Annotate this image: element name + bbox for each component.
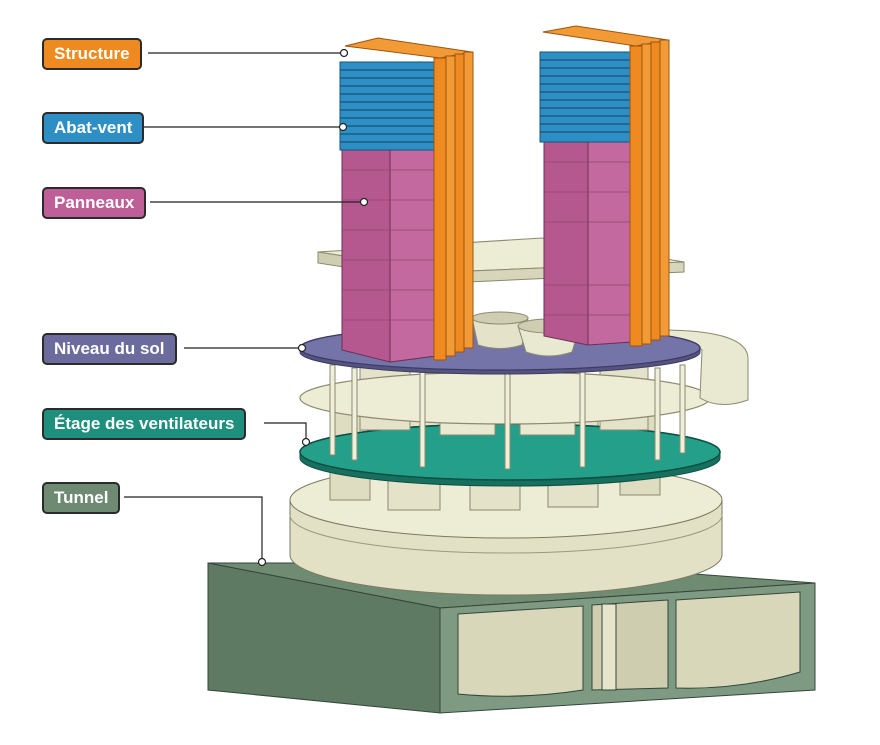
panel-block	[543, 131, 589, 346]
leader-etage	[264, 422, 307, 442]
structure-column	[445, 55, 456, 357]
bowl-rim	[471, 311, 529, 325]
louver-block	[339, 61, 441, 151]
structure-column	[650, 41, 661, 341]
leader-dot	[301, 437, 311, 447]
leader-dot	[297, 343, 307, 353]
structure-column	[454, 53, 465, 353]
panel-lines	[544, 161, 632, 316]
pillar	[579, 371, 586, 468]
structure-top-beam	[344, 37, 473, 59]
pillar	[679, 364, 686, 454]
leader-dot	[359, 197, 369, 207]
leader-tunnel	[124, 496, 263, 562]
label-panneaux: Panneaux	[42, 187, 147, 219]
panel-block	[389, 139, 437, 363]
louver-block	[539, 51, 637, 143]
label-niveau-du-sol: Niveau du sol	[42, 333, 177, 365]
panel-block	[341, 139, 391, 363]
label-structure: Structure	[42, 38, 142, 70]
louver-lines	[540, 59, 636, 133]
tunnel-opening-left	[457, 605, 584, 697]
leader-dot	[339, 48, 349, 58]
panels-right	[543, 131, 633, 346]
structure-left	[344, 37, 474, 361]
bowl	[471, 317, 529, 349]
pillar	[654, 367, 661, 461]
structure-column	[659, 39, 670, 337]
louver-lines	[340, 69, 440, 143]
tunnel-block	[207, 562, 816, 714]
base-cylinder-band	[289, 514, 723, 554]
leader-dot	[338, 122, 348, 132]
structure-column	[433, 57, 447, 361]
label-abat-vent: Abat-vent	[42, 112, 145, 144]
leader-dots	[257, 48, 369, 567]
structure-top-beam	[542, 25, 669, 47]
tower-left	[339, 37, 474, 363]
panel-lines	[342, 169, 436, 321]
structure-column	[463, 51, 474, 349]
structure-column	[629, 45, 643, 347]
leader-dot	[257, 557, 267, 567]
panel-block	[587, 131, 633, 346]
label-tunnel: Tunnel	[42, 482, 121, 514]
structure-column	[641, 43, 652, 345]
louvers-left	[339, 61, 441, 151]
panels-left	[341, 139, 437, 363]
tunnel-opening-right	[675, 591, 801, 689]
tunnel-pillar	[601, 603, 617, 691]
tower-right	[539, 25, 670, 347]
leader-lines	[124, 52, 364, 562]
structure-right	[542, 25, 670, 347]
pillar	[329, 364, 336, 456]
pillar	[504, 373, 511, 470]
support-level	[299, 359, 711, 470]
label-etage-des-ventilateurs: Étage des ventilateurs	[42, 408, 247, 440]
pillar	[351, 367, 358, 461]
pillar	[419, 371, 426, 468]
louvers-right	[539, 51, 637, 143]
